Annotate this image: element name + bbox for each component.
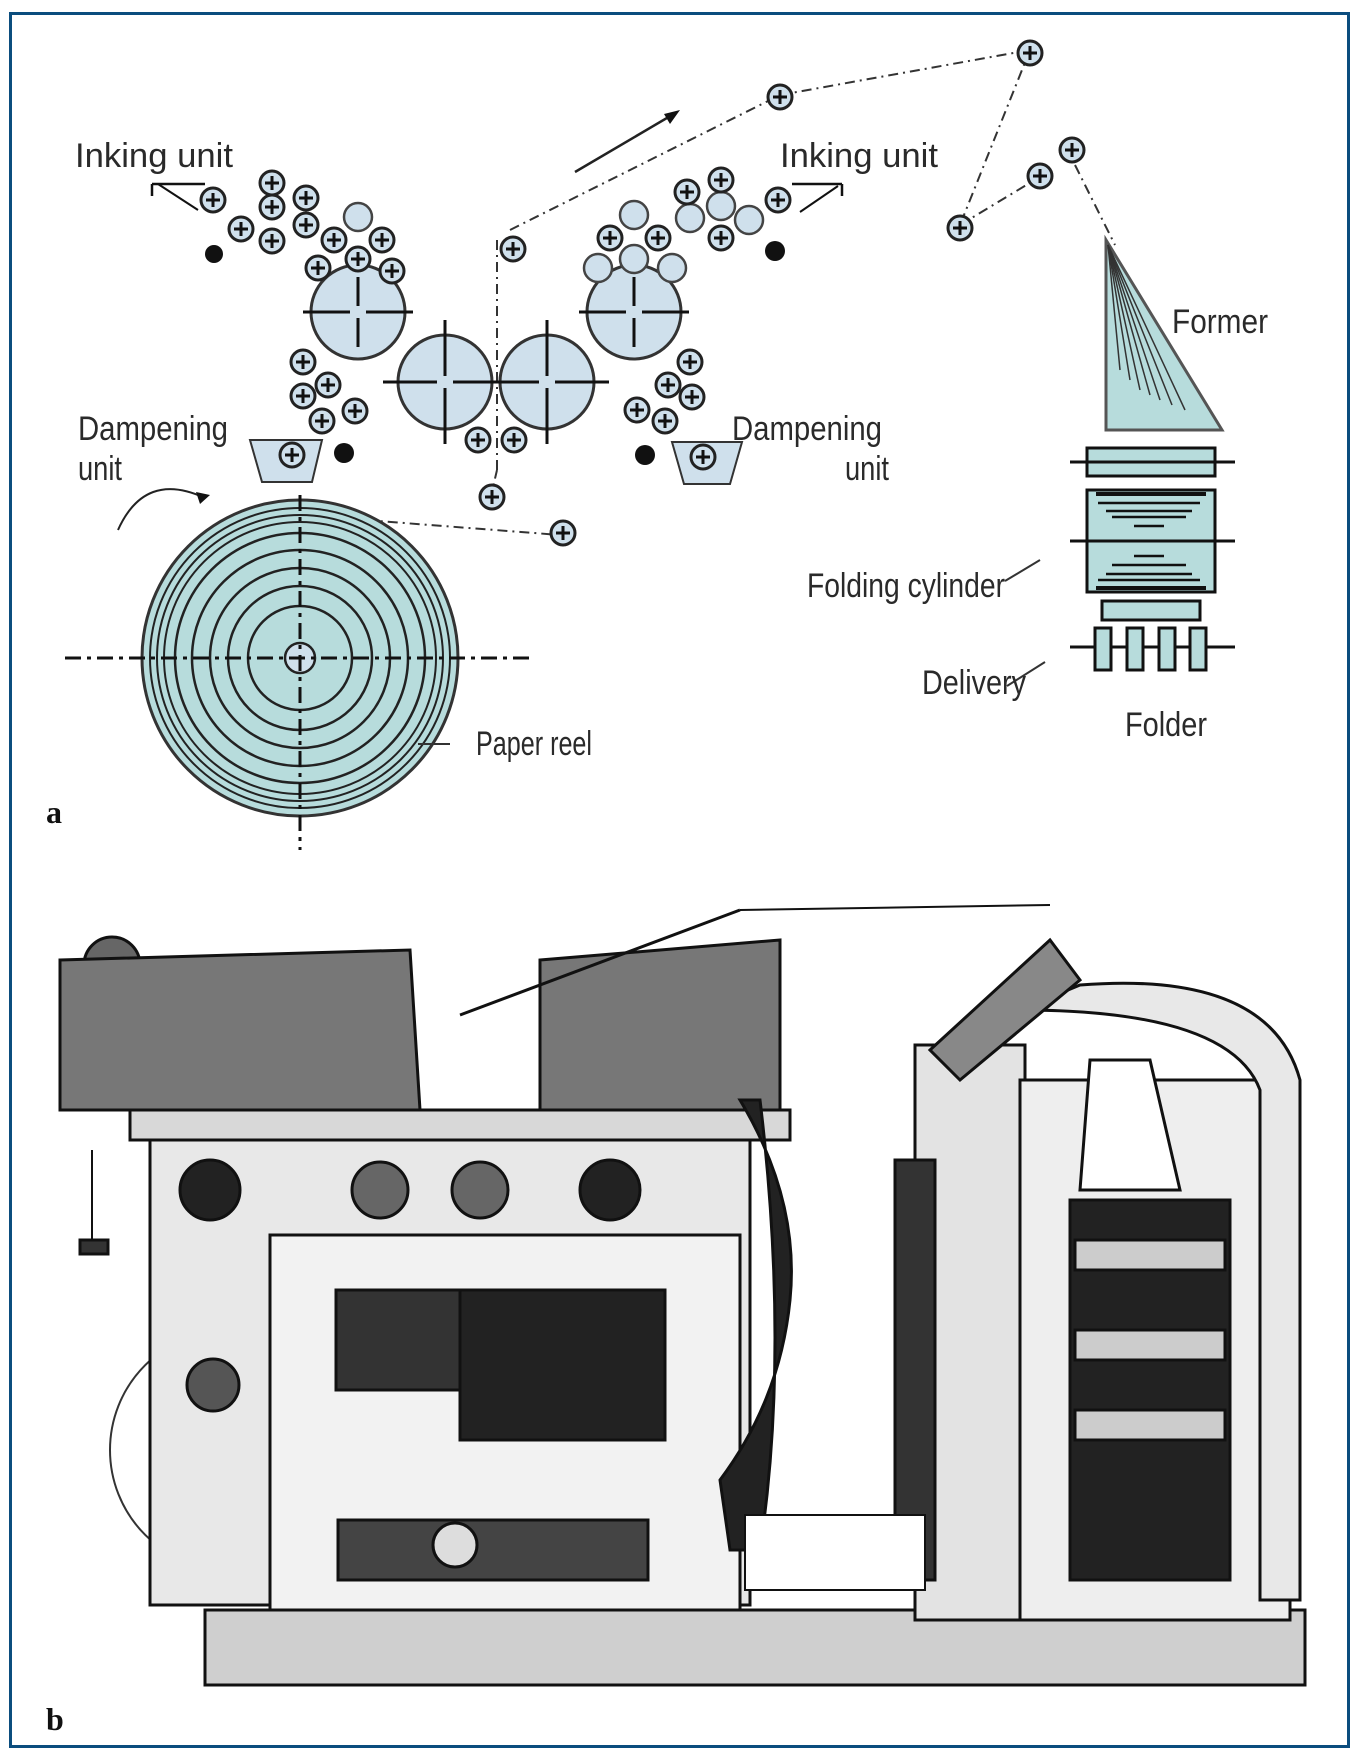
delivery-fan [1070,626,1235,672]
print-unit [58,935,792,1612]
blanket-cylinder-right [483,318,611,446]
label-dampening-right: Dampening [732,410,882,448]
dampening-rollers-right [623,348,744,485]
former [1104,234,1225,432]
label-former: Former [1172,303,1268,341]
dampening-rollers-left [248,348,369,483]
label-delivery: Delivery [922,664,1026,702]
label-dampening-right-unit: unit [845,450,889,488]
panel-label-a: a [46,794,62,830]
leader-lines [418,559,1046,745]
label-paper-reel: Paper reel [476,725,592,763]
panel-a: Inking unit Inking unit Dampening unit D… [46,39,1268,850]
label-inking-unit-right: Inking unit [780,137,939,175]
panel-b: b [46,904,1307,1737]
reel-rotation-arrow [117,488,210,531]
panel-label-b: b [46,1701,64,1737]
inking-rollers-left [150,169,406,285]
label-inking-unit-left: Inking unit [75,137,234,175]
label-folder: Folder [1125,706,1207,744]
web-path [299,49,1116,536]
web-direction-arrow [574,110,680,174]
folder-unit [893,937,1302,1622]
figure-frame [9,12,1350,1748]
inking-rollers-right [582,166,844,284]
folder [1070,446,1235,672]
paper-reel [65,495,535,850]
folding-cylinder [1070,488,1235,594]
label-dampening-left-unit: unit [78,450,122,488]
label-dampening-left: Dampening [78,410,228,448]
label-folding-cylinder: Folding cylinder [807,567,1005,605]
